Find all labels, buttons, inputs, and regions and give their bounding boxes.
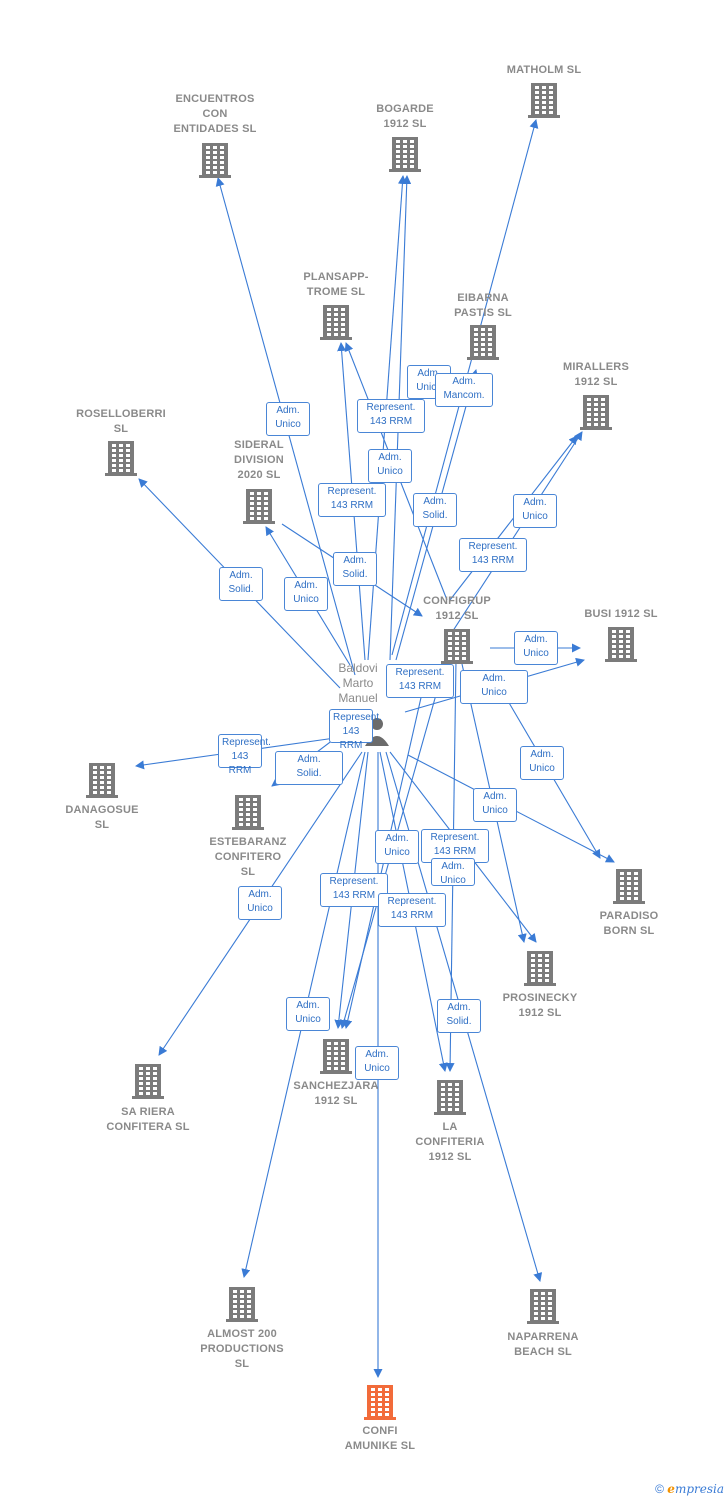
person-name[interactable]: Baldovi Marto Manuel <box>338 661 378 705</box>
relation-label: Adm. Unico <box>375 830 419 864</box>
relation-label: Represent. 143 RRM <box>421 829 489 863</box>
relation-label: Adm. Unico <box>460 670 528 704</box>
relation-label: Adm. Unico <box>355 1046 399 1080</box>
building-icon[interactable] <box>320 1039 352 1074</box>
building-icon[interactable] <box>613 869 645 904</box>
company-label[interactable]: CONFI AMUNIKE SL <box>344 1425 416 1452</box>
relation-label: Adm. Solid. <box>413 493 457 527</box>
company-label[interactable]: ENCUENTROS CON ENTIDADES SL <box>173 93 257 135</box>
building-icon[interactable] <box>524 951 556 986</box>
building-icon[interactable] <box>605 627 637 662</box>
icon-layer <box>86 83 645 1420</box>
relation-label: Adm. Solid. <box>333 552 377 586</box>
relation-label: Represent. 143 RRM <box>386 664 454 698</box>
relation-label: Adm. Solid. <box>437 999 481 1033</box>
relation-label: Represent. 143 RRM <box>318 483 386 517</box>
company-label[interactable]: PARADISO BORN SL <box>599 910 659 937</box>
building-icon[interactable] <box>105 441 137 476</box>
relation-label: Adm. Unico <box>473 788 517 822</box>
relation-label: Adm. Unico <box>286 997 330 1031</box>
relation-label: Represent. 143 RRM <box>329 709 382 751</box>
copyright-icon: © <box>655 1482 664 1496</box>
building-icon[interactable] <box>389 137 421 172</box>
company-label[interactable]: ESTEBARANZ CONFITERO SL <box>209 836 287 878</box>
building-icon[interactable] <box>580 395 612 430</box>
company-label[interactable]: SIDERAL DIVISION 2020 SL <box>234 439 284 481</box>
relation-label: Adm. Unico <box>514 631 558 665</box>
company-label[interactable]: PLANSAPP- TROME SL <box>303 271 369 298</box>
company-label[interactable]: DANAGOSUE SL <box>65 804 139 831</box>
relation-label: Adm. Unico <box>513 494 557 528</box>
building-icon[interactable] <box>467 325 499 360</box>
relation-label: Represent. 143 RRM <box>459 538 527 572</box>
building-icon[interactable] <box>441 629 473 664</box>
relation-label: Adm. Unico <box>238 886 282 920</box>
building-icon[interactable] <box>226 1287 258 1322</box>
relation-label: Represent. 143 RRM <box>218 734 271 776</box>
relation-label: Adm. Unico <box>520 746 564 780</box>
company-label[interactable]: MATHOLM SL <box>506 64 582 76</box>
empresia-logo[interactable]: empresia <box>667 1482 724 1496</box>
company-label[interactable]: SANCHEZJARA 1912 SL <box>293 1080 379 1107</box>
company-label[interactable]: SA RIERA CONFITERA SL <box>106 1106 190 1133</box>
relation-label: Adm. Solid. <box>219 567 263 601</box>
company-label[interactable]: ALMOST 200 PRODUCTIONS SL <box>200 1328 284 1370</box>
company-label[interactable]: ROSELLOBERRI SL <box>76 408 166 435</box>
company-label[interactable]: CONFIGRUP 1912 SL <box>423 595 491 622</box>
building-icon[interactable] <box>132 1064 164 1099</box>
building-icon[interactable] <box>320 305 352 340</box>
relation-label: Adm. Unico <box>431 858 475 886</box>
building-icon[interactable] <box>232 795 264 830</box>
building-icon[interactable] <box>434 1080 466 1115</box>
company-label[interactable]: BOGARDE 1912 SL <box>376 103 434 130</box>
company-label[interactable]: LA CONFITERIA 1912 SL <box>415 1121 485 1163</box>
relation-label: Adm. Mancom. <box>435 373 493 407</box>
relation-label: Adm. Unico <box>266 402 310 436</box>
building-icon[interactable] <box>364 1385 396 1420</box>
building-icon[interactable] <box>243 489 275 524</box>
relation-label: Represent. 143 RRM <box>378 893 446 927</box>
relation-label: Adm. Unico <box>284 577 328 611</box>
relation-label: Represent. 143 RRM <box>357 399 425 433</box>
building-icon[interactable] <box>199 143 231 178</box>
building-icon[interactable] <box>528 83 560 118</box>
footer-brand: © empresia <box>655 1482 724 1496</box>
relation-edge <box>446 431 583 641</box>
company-label[interactable]: MIRALLERS 1912 SL <box>563 361 629 388</box>
building-icon[interactable] <box>86 763 118 798</box>
relation-label: Adm. Unico <box>368 449 412 483</box>
company-label[interactable]: NAPARRENA BEACH SL <box>507 1331 579 1358</box>
company-label[interactable]: EIBARNA PASTIS SL <box>454 292 512 319</box>
relation-label: Represent. 143 RRM <box>320 873 388 907</box>
company-label[interactable]: PROSINECKY 1912 SL <box>502 992 578 1019</box>
relation-label: Adm. Solid. <box>275 751 343 785</box>
building-icon[interactable] <box>527 1289 559 1324</box>
company-label[interactable]: BUSI 1912 SL <box>584 608 658 620</box>
